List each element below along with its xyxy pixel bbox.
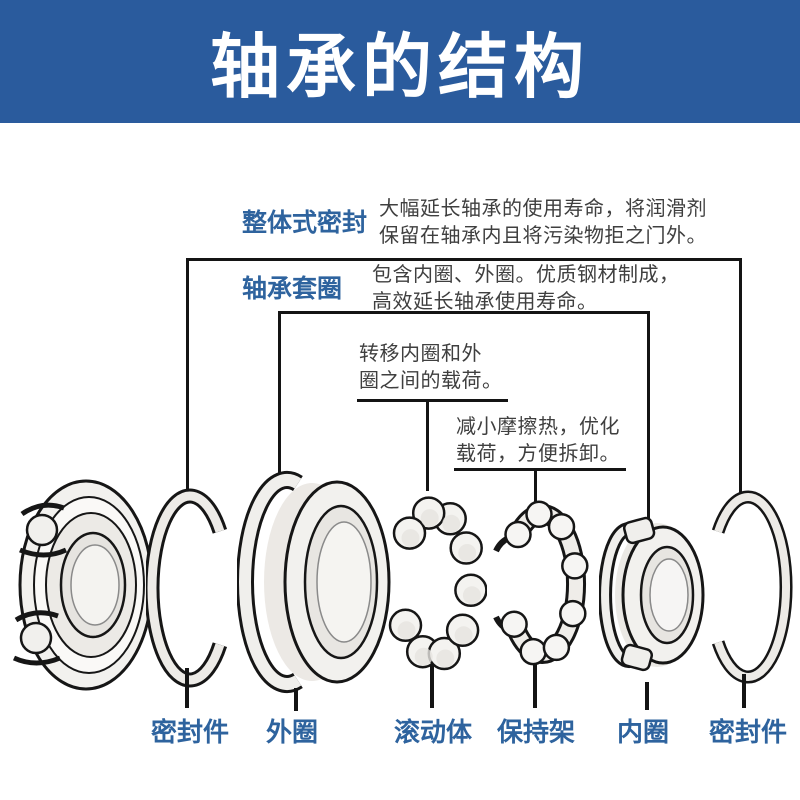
leader-line-seal-left — [185, 668, 189, 708]
seal-right-drawing — [711, 490, 793, 684]
part-label-inner-ring: 内圈 — [616, 717, 670, 747]
leader-line-outer-ring — [294, 688, 298, 711]
callout-seal-horizontal-line — [186, 258, 742, 261]
annotation-seal-label: 整体式密封 — [242, 209, 368, 237]
inner-ring-illustration — [599, 516, 711, 674]
callout-rings-right-vertical-line — [647, 311, 650, 522]
cage-illustration — [490, 492, 598, 678]
rolling-elements-illustration — [383, 492, 487, 676]
annotation-rings-description: 包含内圈、外圈。优质钢材制成，高效延长轴承使用寿命。 — [372, 264, 680, 313]
outer-ring-drawing — [237, 471, 391, 693]
header-banner: 轴承的结构 — [0, 0, 800, 123]
inner-ring-drawing — [599, 516, 705, 672]
annotation-cage-description: 减小摩擦热，优化 载荷，方便拆卸。 — [456, 414, 620, 468]
annotation-rings-label: 轴承套圈 — [242, 275, 343, 303]
annotation-rolling-description: 转移内圈和外 圈之间的载荷。 — [359, 341, 503, 395]
leader-line-cage — [533, 664, 537, 708]
callout-rolling-underline — [357, 399, 508, 402]
annotation-seal-description: 大幅延长轴承的使用寿命，将润滑剂保留在轴承内且将污染物拒之门外。 — [379, 198, 707, 247]
assembled-bearing-drawing — [12, 479, 154, 691]
part-label-cage: 保持架 — [496, 717, 576, 747]
seal-left-drawing — [146, 488, 228, 688]
leader-line-inner-ring — [645, 682, 649, 710]
leader-line-seal-right — [742, 674, 746, 708]
annotation-rolling-line1: 转移内圈和外 — [359, 343, 482, 365]
callout-seal-left-vertical-line — [186, 258, 189, 492]
callout-cage-underline — [454, 468, 626, 471]
callout-rolling-vertical-line — [426, 399, 429, 491]
callout-rings-left-vertical-line — [278, 311, 281, 473]
seal-right-illustration — [702, 490, 794, 685]
leader-line-rolling-elements — [430, 664, 434, 708]
annotation-rolling-line2: 圈之间的载荷。 — [359, 370, 503, 392]
outer-ring-illustration — [237, 470, 397, 695]
part-label-outer-ring: 外圈 — [265, 717, 319, 747]
part-label-rolling-elements: 滚动体 — [393, 717, 473, 747]
annotation-cage-line1: 减小摩擦热，优化 — [456, 416, 620, 438]
part-label-seal-right: 密封件 — [708, 717, 788, 747]
callout-cage-vertical-line — [534, 468, 537, 508]
assembled-bearing-illustration — [2, 474, 162, 696]
callout-rings-horizontal-line — [278, 311, 650, 314]
cage-drawing — [493, 500, 589, 666]
annotation-cage-line2: 载荷，方便拆卸。 — [456, 443, 620, 465]
page-title: 轴承的结构 — [210, 28, 590, 106]
seal-left-illustration — [146, 488, 236, 688]
callout-seal-right-vertical-line — [739, 258, 742, 498]
part-label-seal-left: 密封件 — [150, 717, 230, 747]
rolling-elements-drawing — [388, 496, 487, 671]
